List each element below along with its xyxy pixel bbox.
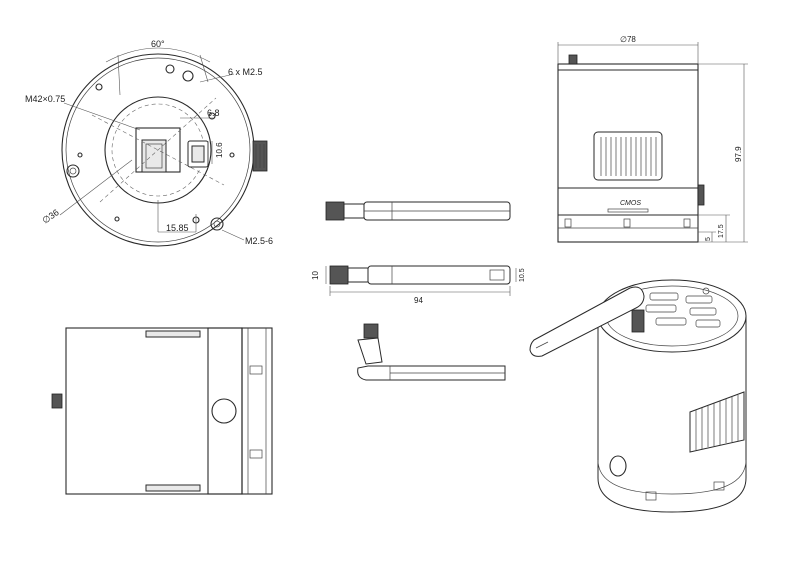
side-knob [697,184,705,206]
top-knob [568,54,578,65]
body-end-cap [241,327,273,495]
bottom-side-view [51,327,273,495]
body-port-hole [211,398,237,424]
iso-antenna-base [631,309,645,333]
isometric-view [529,279,747,513]
sensor-window [141,139,167,173]
iso-side-grille [689,391,745,453]
front-view: 60° 6 x M2.5 M42×0.75 6.8 10.6 ∅36 15.85… [25,39,273,247]
height-97-9: 97.9 [734,146,743,162]
screw-label: 6 x M2.5 [228,67,263,77]
antenna-side-view: 10 94 10.5 [311,265,526,305]
bottom-slot [145,484,201,492]
side-elevation-view: ∅78 97.9 17.5 5 CMOS [557,35,748,243]
dim-15-85: 15.85 [166,223,189,233]
antenna-top-view [325,201,511,221]
heatsink-fins [593,131,663,181]
antenna-bent-view [357,323,506,381]
body-side-knob [51,393,63,409]
body-side-outline [65,327,243,495]
iso-antenna [529,286,645,357]
antenna-width-10: 10 [311,271,320,280]
dim-17-5: 17.5 [718,224,725,238]
antenna-connector [325,201,345,221]
angle-label: 60° [151,39,165,49]
iso-body [597,315,747,513]
dia-78: ∅78 [620,35,636,44]
dim-6-8: 6.8 [207,108,220,118]
dim-5: 5 [705,237,712,241]
camera-body [557,63,699,243]
antenna-length-94: 94 [414,296,423,305]
dia-36: ∅36 [40,207,60,225]
dim-10-6: 10.6 [215,142,224,158]
mount-label: M2.5-6 [245,236,273,246]
top-slot [145,330,201,338]
thread-label: M42×0.75 [25,94,65,104]
antenna-tip-10-5: 10.5 [519,268,526,282]
cmos-label: CMOS [620,200,641,207]
